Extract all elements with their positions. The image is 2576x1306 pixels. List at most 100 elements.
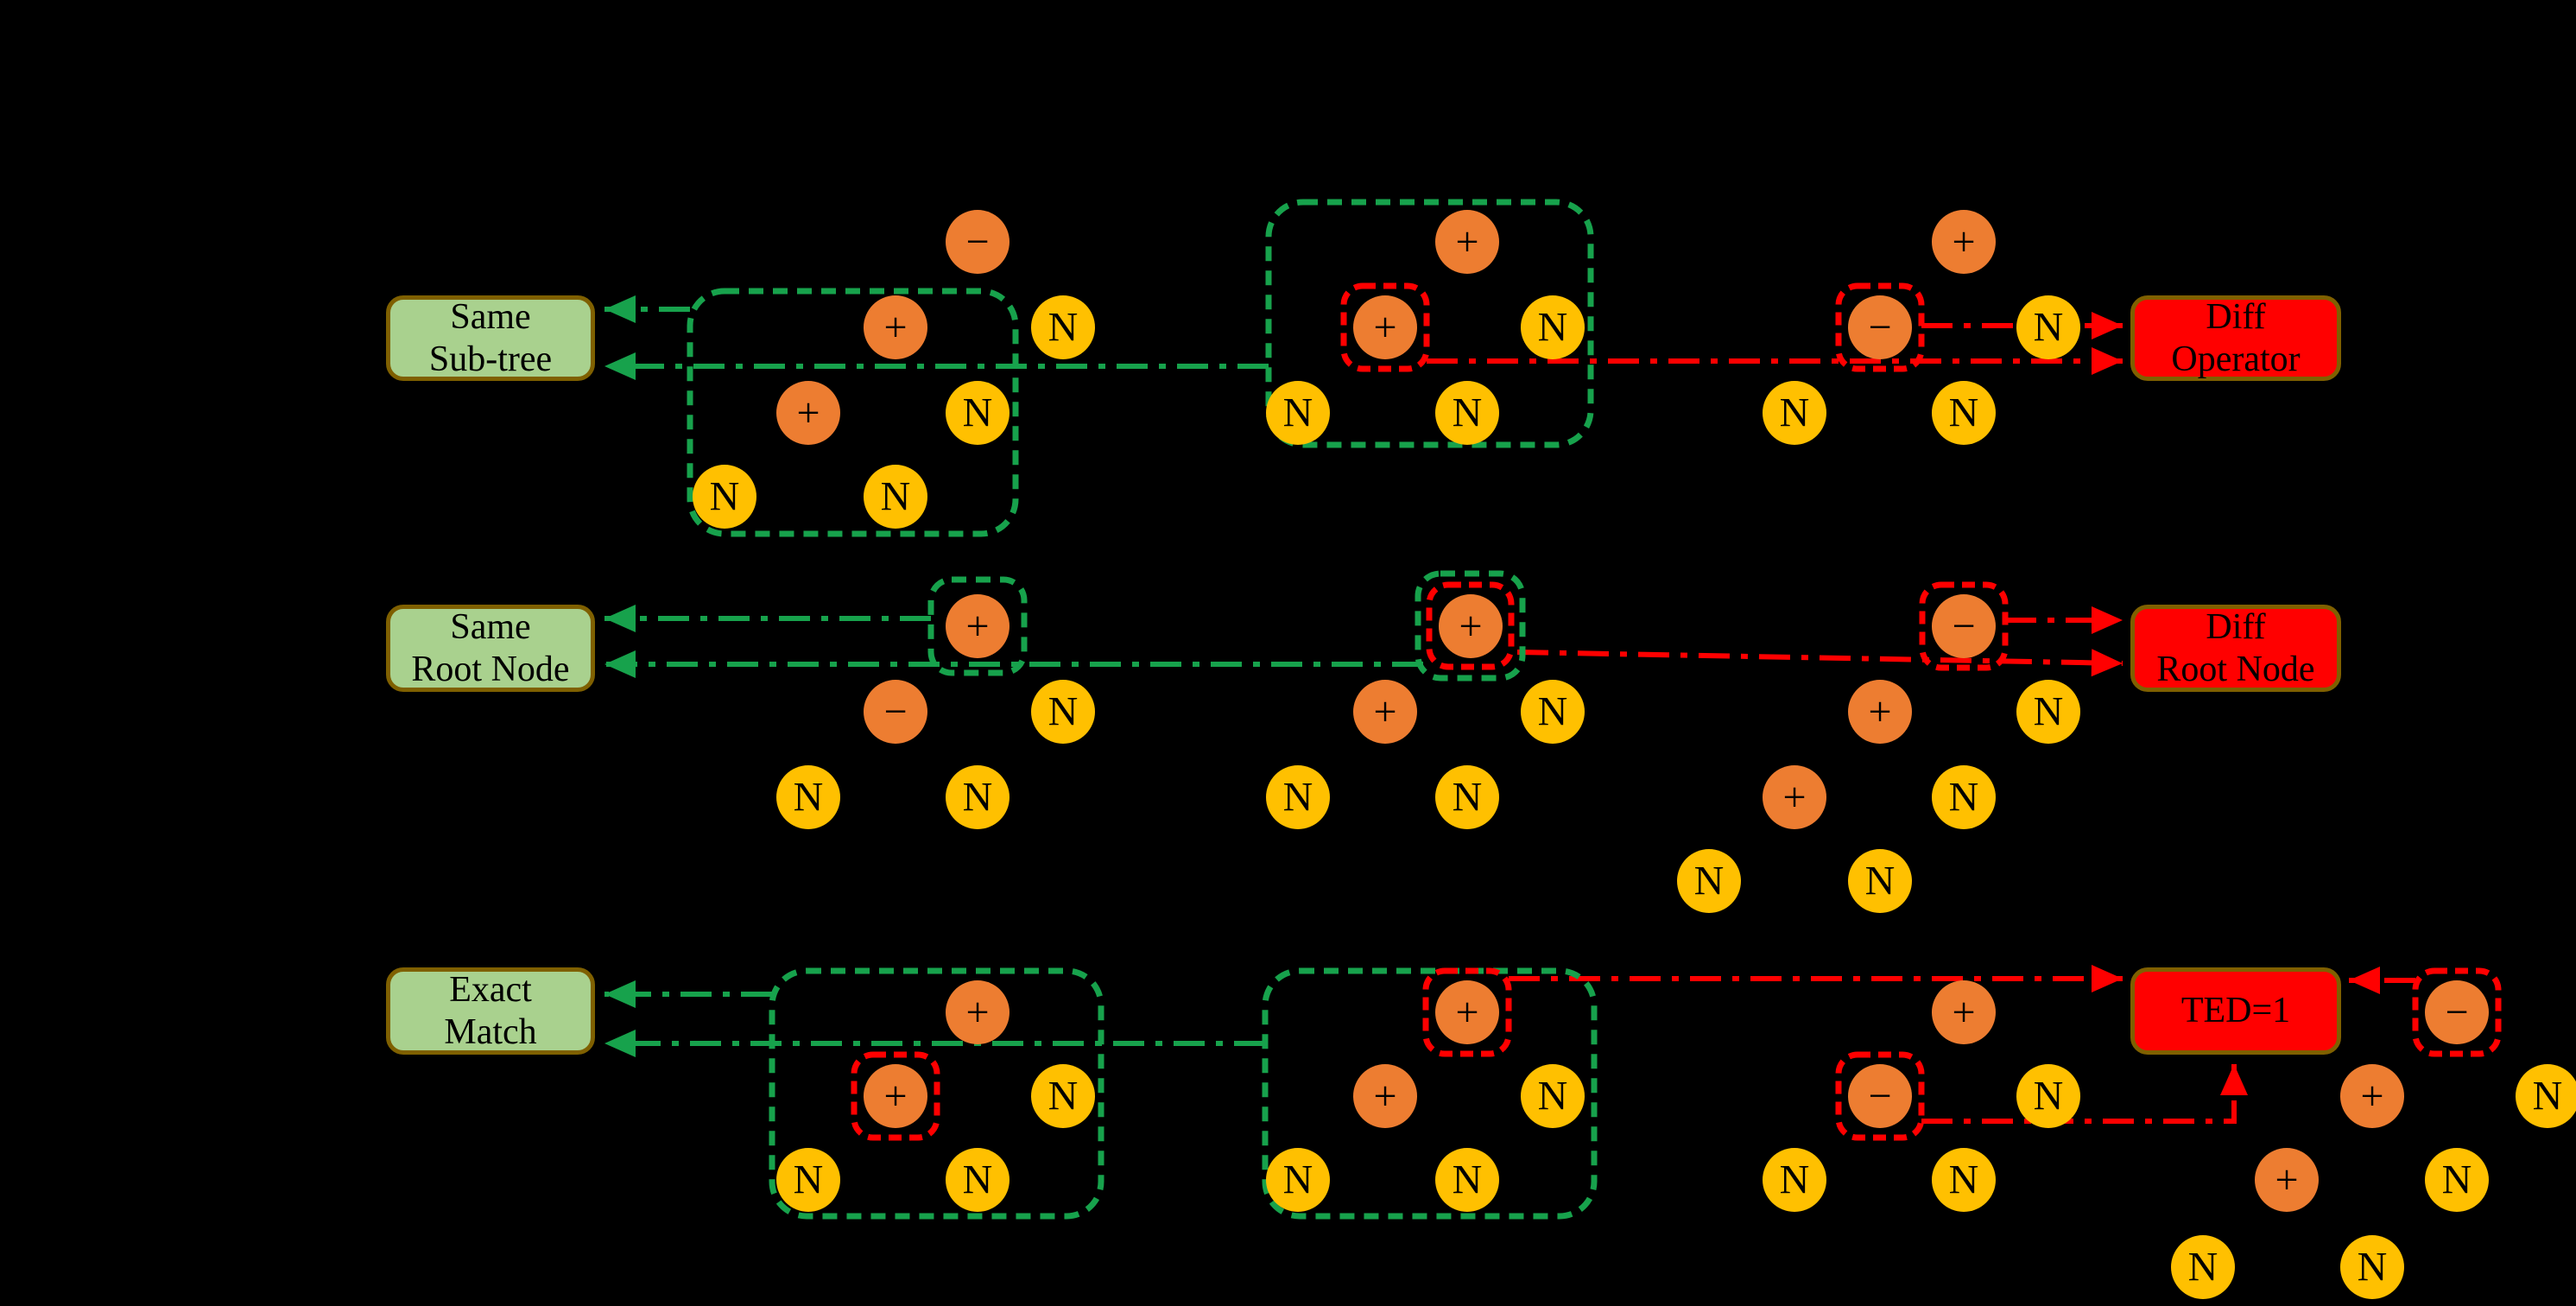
tree-node-minus-operator: − — [1932, 594, 1996, 658]
tree-node-plus-operator: + — [2255, 1148, 2319, 1212]
node-label: N — [710, 474, 740, 520]
node-circle — [864, 295, 927, 359]
node-label: N — [1453, 390, 1483, 436]
tree-node-operand: N — [1266, 381, 1330, 445]
label-same-subtree: Same Sub-tree — [386, 295, 595, 381]
node-label: N — [1453, 1157, 1483, 1203]
arrowhead-green — [604, 605, 636, 632]
node-label: N — [1048, 689, 1079, 735]
node-label: + — [965, 604, 989, 650]
tree-node-operand: N — [1848, 849, 1912, 913]
node-circle — [1932, 765, 1996, 829]
node-circle — [1266, 765, 1330, 829]
tree-node-operand: N — [1932, 765, 1996, 829]
node-label: − — [1952, 604, 1975, 650]
node-circle — [1932, 594, 1996, 658]
highlight-box-green-dashed — [1262, 967, 1598, 1220]
node-label: N — [963, 390, 993, 436]
tree-node-operand: N — [1266, 765, 1330, 829]
tree-node-plus-operator: + — [1435, 980, 1499, 1044]
node-label: N — [2358, 1245, 2388, 1290]
tree-node-plus-operator: + — [1353, 680, 1417, 744]
node-circle — [864, 1064, 927, 1128]
node-circle — [1266, 381, 1330, 445]
tree-node-minus-operator: − — [864, 680, 927, 744]
node-label: N — [1865, 859, 1896, 904]
node-label: N — [1538, 305, 1568, 351]
label-line: Same — [450, 607, 531, 648]
node-circle — [864, 465, 927, 529]
arrowhead-red — [2349, 967, 2380, 994]
tree-node-operand: N — [2016, 295, 2080, 359]
arrowhead-green — [604, 295, 636, 323]
node-label: N — [1538, 1074, 1568, 1119]
tree-node-plus-operator: + — [946, 980, 1010, 1044]
tree-node-plus-operator: + — [1353, 295, 1417, 359]
node-circle — [946, 594, 1010, 658]
tree-node-minus-operator: − — [1848, 1064, 1912, 1128]
label-diff-root-node: Diff Root Node — [2130, 605, 2341, 692]
tree-node-operand: N — [2171, 1235, 2235, 1299]
node-label: + — [1455, 990, 1478, 1036]
node-circle — [2016, 1064, 2080, 1128]
node-label: N — [1694, 859, 1725, 904]
highlight-box-red-dashed — [1426, 581, 1515, 670]
label-line: Root Node — [2156, 649, 2315, 689]
label-line: Exact — [449, 970, 532, 1011]
tree-node-operand: N — [1435, 1148, 1499, 1212]
label-line: TED=1 — [2180, 991, 2291, 1031]
tree-node-operand: N — [864, 465, 927, 529]
node-circle — [693, 465, 756, 529]
tree-node-operand: N — [1031, 1064, 1095, 1128]
tree-node-operand: N — [2425, 1148, 2489, 1212]
highlight-box-red-dashed — [1919, 581, 2009, 671]
node-circle — [2016, 680, 2080, 744]
tree-node-plus-operator: + — [1932, 980, 1996, 1044]
tree-node-operand: N — [1031, 295, 1095, 359]
node-circle — [2340, 1064, 2404, 1128]
node-circle — [2425, 1148, 2489, 1212]
arrowhead-green — [604, 352, 636, 380]
node-circle — [946, 381, 1010, 445]
node-label: N — [2034, 305, 2064, 351]
tree-node-plus-operator: + — [2340, 1064, 2404, 1128]
node-circle — [1031, 1064, 1095, 1128]
node-circle — [1435, 980, 1499, 1044]
tree-node-plus-operator: + — [864, 1064, 927, 1128]
arrowhead-red — [2092, 606, 2123, 634]
node-label: + — [883, 305, 907, 351]
node-circle — [1266, 1148, 1330, 1212]
tree-node-plus-operator: + — [1932, 210, 1996, 274]
connector-red-dashdot-line — [1516, 650, 2123, 666]
tree-node-operand: N — [1031, 680, 1095, 744]
label-line: Match — [444, 1011, 537, 1052]
node-circle — [1521, 295, 1585, 359]
node-label: N — [963, 775, 993, 821]
node-circle — [946, 1148, 1010, 1212]
node-circle — [1353, 1064, 1417, 1128]
tree-node-operand: N — [2016, 680, 2080, 744]
label-same-root-node: Same Root Node — [386, 605, 595, 692]
tree-node-operand: N — [1435, 381, 1499, 445]
node-label: N — [794, 775, 824, 821]
node-label: + — [1373, 1074, 1396, 1119]
tree-node-plus-operator: + — [946, 594, 1010, 658]
node-circle — [1435, 765, 1499, 829]
node-circle — [1521, 680, 1585, 744]
label-line: Diff — [2206, 607, 2266, 648]
node-label: N — [1949, 775, 1979, 821]
node-label: − — [1868, 1074, 1891, 1119]
node-circle — [946, 765, 1010, 829]
node-label: N — [2442, 1157, 2472, 1203]
node-circle — [1677, 849, 1741, 913]
highlight-box-red-dashed — [1835, 1051, 1925, 1141]
label-ted-1: TED=1 — [2130, 967, 2341, 1055]
label-line: Sub-tree — [428, 339, 553, 379]
highlight-box-green-dashed — [769, 967, 1104, 1220]
node-label: + — [1952, 219, 1975, 265]
tree-node-operand: N — [1763, 1148, 1826, 1212]
highlight-box-red-dashed — [851, 1051, 940, 1141]
node-circle — [1848, 849, 1912, 913]
